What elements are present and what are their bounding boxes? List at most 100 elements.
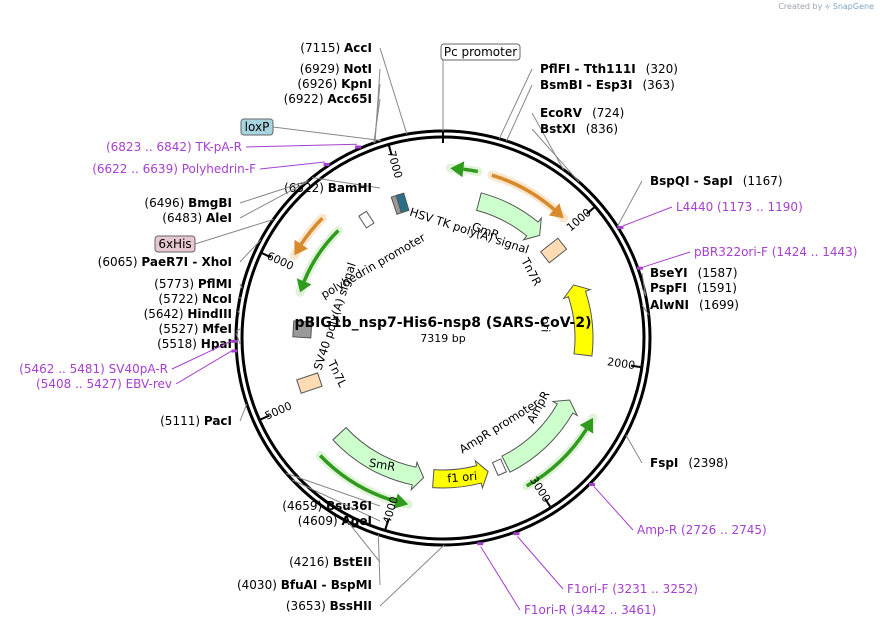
site-leader-agei — [292, 479, 381, 522]
primer-name: SV40pA-R — [109, 362, 168, 376]
site-label-mfei: (5527) MfeI — [159, 322, 232, 336]
boxed-label-6xhis: 6xHis — [158, 237, 191, 251]
site-label-bsmbi: BsmBI - Esp3I (363) — [540, 78, 675, 92]
site-label-pflmi: (5773) PflMI — [154, 277, 232, 291]
site-name-2: SapI — [703, 174, 733, 188]
boxed-frame-pc-promoter — [440, 43, 521, 61]
left-orange-arrow-head — [294, 239, 308, 256]
site-position: (5773) — [154, 277, 198, 291]
primer-leader-tk-pa-r — [245, 143, 357, 148]
site-position: (320) — [646, 62, 678, 76]
plasmid-name: pBIG1b_nsp7-His6-nsp8 (SARS-CoV-2) — [294, 315, 591, 331]
sv40-polya-feature — [292, 320, 313, 339]
tn7r-feature — [539, 237, 568, 264]
site-leader-acci — [379, 47, 408, 135]
boxed-frame-loxp — [240, 118, 274, 136]
tick-mark-1000 — [586, 205, 596, 215]
site-position: (5642) — [144, 307, 188, 321]
hsv-arrow — [463, 167, 479, 174]
site-label-noti: (6929) NotI — [300, 62, 372, 76]
boxed-label-loxp: loxP — [245, 120, 270, 134]
primer-range: (5408 .. 5427) — [36, 377, 126, 391]
site-label-hindiii: (5642) HindIII — [144, 307, 232, 321]
site-name: EcoRV — [540, 106, 583, 120]
site-name: BamHI — [328, 181, 372, 195]
primer-name: L4440 — [676, 200, 717, 214]
feature-label-smr: SmR — [368, 456, 397, 474]
site-label-acc65i: (6922) Acc65I — [284, 92, 372, 106]
site-name: Acc65I — [327, 92, 372, 106]
site-label-pflfi: PflFI - Tth111I(320) — [540, 62, 678, 76]
site-leader-bamhi — [312, 177, 381, 189]
site-name: HpaI — [201, 337, 232, 351]
tick-mark-2000 — [630, 364, 643, 369]
site-name: PacI — [204, 414, 232, 428]
watermark-prefix: Created by — [778, 2, 823, 11]
site-name: AgeI — [342, 514, 372, 528]
primer-leader-ebv-rev — [175, 350, 232, 385]
plasmid-length: 7319 bp — [420, 332, 465, 345]
site-label-paer7i: (6065) PaeR7I - XhoI — [98, 255, 232, 269]
site-name: AlwNI — [650, 298, 689, 312]
site-position: (3653) — [286, 599, 330, 613]
primer-label-tk-pa-r: (6823 .. 6842) TK-pA-R — [106, 140, 242, 154]
primer-name: TK-pA-R — [195, 140, 243, 154]
site-label-agei: (4609) AgeI — [298, 514, 372, 528]
primer-range: (5462 .. 5481) — [19, 362, 109, 376]
site-position: (2398) — [688, 456, 728, 470]
ori-feature — [562, 284, 594, 357]
site-position: (5527) — [159, 322, 203, 336]
site-name: BsmBI - — [540, 78, 596, 92]
tick-label-3000: 3000 — [527, 474, 553, 505]
gmr-feature — [476, 192, 542, 241]
tick-mark-7000 — [387, 144, 393, 156]
primer-name: F1ori-F — [567, 582, 612, 596]
site-name: AccI — [344, 41, 372, 55]
feature-label-tn7l: Tn7L — [324, 357, 350, 390]
site-position: (1167) — [743, 174, 783, 188]
site-label-paci: (5111) PacI — [160, 414, 232, 428]
site-label-bamhi: (6522) BamHI — [284, 181, 372, 195]
site-position: (836) — [586, 122, 618, 136]
site-position: (6926) — [297, 77, 341, 91]
tick-label-7000: 7000 — [385, 149, 405, 179]
site-position: (363) — [643, 78, 675, 92]
lox-feature-marker — [395, 192, 410, 214]
tn7l-feature — [296, 372, 323, 394]
primer-leader-pbr322ori-f — [642, 251, 691, 268]
site-position: (4216) — [289, 555, 333, 569]
left-green-arrow-head — [296, 278, 312, 293]
snapgene-watermark: Created by ⟡ SnapGene — [778, 2, 874, 12]
site-name: AleI — [206, 211, 232, 225]
site-position: (6929) — [300, 62, 344, 76]
site-label-hpai: (5518) HpaI — [157, 337, 232, 351]
ampr-feature — [501, 399, 579, 473]
site-name-2: BspMI — [331, 578, 372, 592]
primer-leader-amp-r — [593, 486, 634, 531]
site-name-2: Esp3I — [596, 78, 633, 92]
site-name: BseYI — [650, 266, 688, 280]
primer-name: Amp-R — [637, 523, 681, 537]
site-leader-bsshii — [379, 544, 445, 607]
primer-label-pbr322ori-f: pBR322ori-F (1424 .. 1443) — [694, 245, 857, 259]
site-leader-bspqi — [616, 180, 643, 227]
site-position: (1699) — [699, 298, 739, 312]
primer-range: (1424 .. 1443) — [772, 245, 858, 259]
site-label-kpni: (6926) KpnI — [297, 77, 372, 91]
site-label-ecorv: EcoRV(724) — [540, 106, 624, 120]
site-leader-pflmi — [239, 283, 243, 289]
site-leader-bstxi — [531, 128, 580, 183]
left-green-arrow — [302, 229, 340, 283]
site-position: (1587) — [698, 266, 738, 280]
site-name-2: XhoI — [201, 255, 232, 269]
primer-name: Polyhedrin-F — [182, 162, 256, 176]
tick-mark-5000 — [259, 414, 270, 421]
primer-name: F1ori-R — [524, 603, 571, 617]
primer-leader-f1ori-f — [517, 536, 564, 590]
left-orange-arrow — [299, 216, 324, 246]
tick-label-1000: 1000 — [564, 206, 594, 234]
site-leader-hpai — [235, 332, 241, 345]
polyhedrin-promoter-feature — [358, 210, 375, 229]
site-leader-bsteii — [347, 521, 381, 563]
site-label-bstxi: BstXI(836) — [540, 122, 618, 136]
